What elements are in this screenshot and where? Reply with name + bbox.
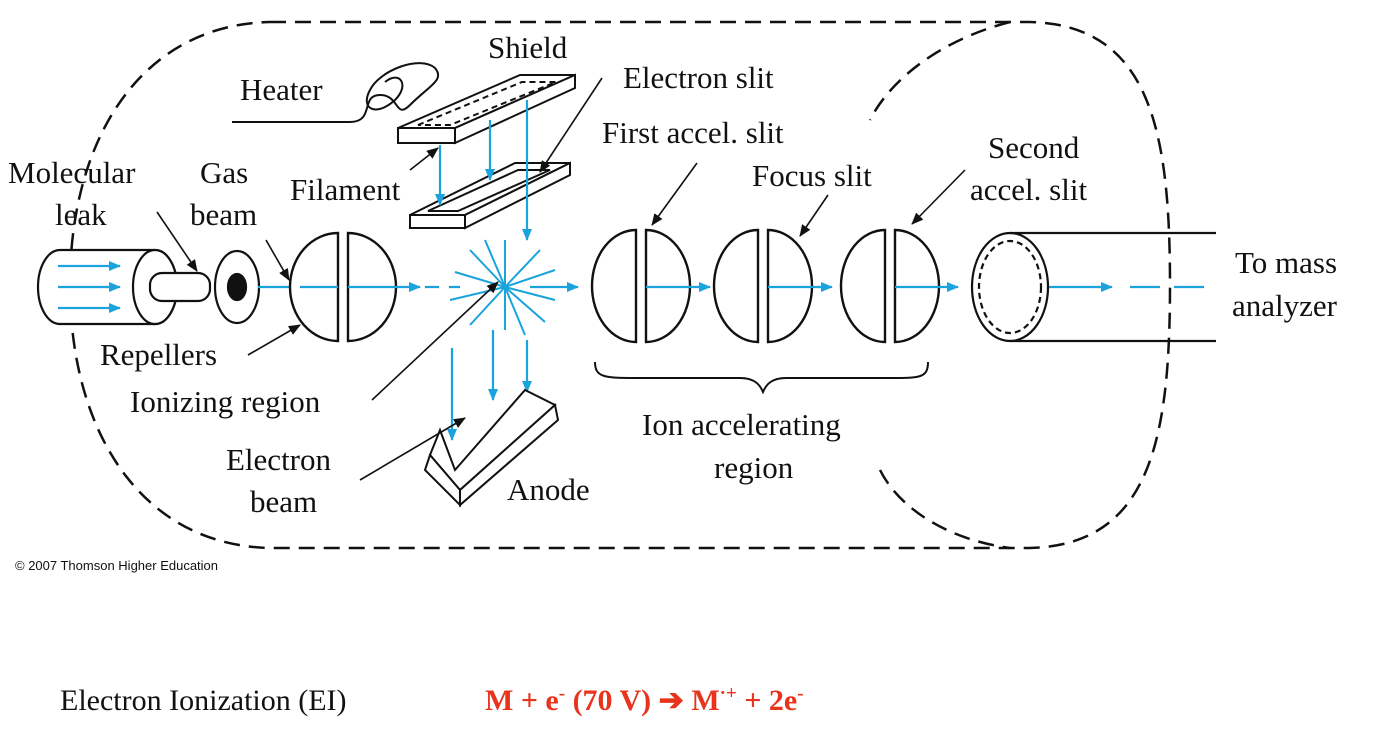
label-ionizing-region: Ionizing region xyxy=(130,384,321,419)
label-ion-accelerating-region-line1: Ion accelerating xyxy=(642,407,841,442)
label-focus-slit: Focus slit xyxy=(752,158,872,193)
label-heater: Heater xyxy=(240,72,323,107)
label-to-mass-analyzer-line1: To mass xyxy=(1235,245,1337,280)
exit-tube xyxy=(970,231,1216,343)
label-molecular-leak-line1: Molecular xyxy=(8,155,136,190)
label-to-mass-analyzer-line2: analyzer xyxy=(1232,288,1338,323)
electron-slit xyxy=(409,161,571,230)
label-second-accel-slit-line1: Second xyxy=(988,130,1080,165)
eq-rest-charge: - xyxy=(797,683,804,704)
accel-slits xyxy=(590,228,941,344)
label-filament: Filament xyxy=(290,172,401,207)
label-gas-beam-line2: beam xyxy=(190,197,257,232)
eq-lhs: M + e xyxy=(485,684,559,717)
eq-product: M xyxy=(683,684,720,717)
copyright-notice: © 2007 Thomson Higher Education xyxy=(15,558,219,573)
inner-dashed-arc xyxy=(868,20,1011,550)
label-anode: Anode xyxy=(507,472,590,507)
label-electron-beam-line1: Electron xyxy=(226,442,332,477)
label-first-accel-slit: First accel. slit xyxy=(602,115,784,150)
eq-product-charge: ·+ xyxy=(719,683,737,704)
equation-name: Electron Ionization (EI) xyxy=(60,684,347,717)
ionizing-burst xyxy=(449,239,556,336)
eq-rest: + 2e xyxy=(736,684,798,717)
label-repellers: Repellers xyxy=(100,337,217,372)
label-shield: Shield xyxy=(488,30,568,65)
eq-arrow: ➔ xyxy=(658,684,684,717)
label-molecular-leak-line2: leak xyxy=(55,197,107,232)
label-ion-accelerating-region-line2: region xyxy=(714,450,794,485)
heater xyxy=(232,62,440,123)
eq-lhs-charge: - xyxy=(558,683,566,704)
ionization-equation-row: Electron Ionization (EI) M + e- (70 V) ➔ … xyxy=(60,683,804,718)
label-second-accel-slit-line2: accel. slit xyxy=(970,172,1087,207)
label-gas-beam-line1: Gas xyxy=(200,155,248,190)
ei-source-diagram: Shield Heater Electron slit First accel.… xyxy=(8,20,1338,550)
shield xyxy=(397,73,576,145)
anode xyxy=(423,388,560,508)
eq-energy: (70 V) xyxy=(565,684,659,717)
ionization-equation: M + e- (70 V) ➔ M·+ + 2e- xyxy=(485,684,804,717)
label-electron-beam-line2: beam xyxy=(250,484,317,519)
label-electron-slit: Electron slit xyxy=(623,60,774,95)
ion-accelerating-brace xyxy=(594,361,929,395)
vacuum-envelope xyxy=(68,20,1172,550)
